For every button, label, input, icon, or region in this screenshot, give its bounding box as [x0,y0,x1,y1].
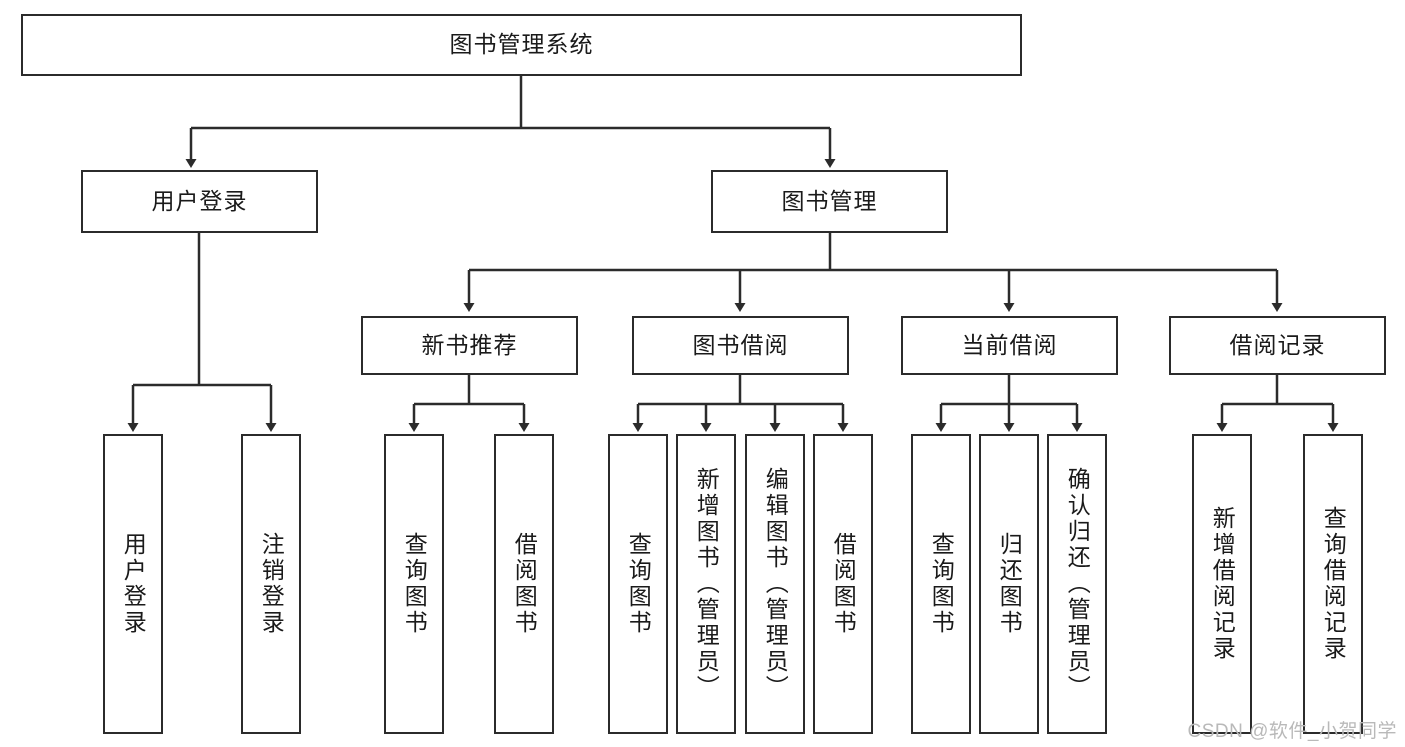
leaf-borrow-add-book-admin[interactable]: 新增图书（管理员） [676,434,736,734]
csdn-watermark: CSDN @软件_小贺同学 [1187,721,1397,742]
leaf-label: 借阅图书 [830,532,857,636]
leaf-label: 新增借阅记录 [1209,506,1236,662]
leaf-label: 查询借阅记录 [1320,506,1347,662]
node-user-login[interactable]: 用户登录 [81,170,318,233]
leaf-label: 确认归还（管理员） [1064,467,1091,701]
leaf-label: 查询图书 [928,532,955,636]
leaf-current-query[interactable]: 查询图书 [911,434,971,734]
node-current-borrow[interactable]: 当前借阅 [901,316,1118,375]
leaf-current-return[interactable]: 归还图书 [979,434,1039,734]
node-book-management[interactable]: 图书管理 [711,170,948,233]
node-new-book-recommend[interactable]: 新书推荐 [361,316,578,375]
leaf-borrow-borrow-book[interactable]: 借阅图书 [813,434,873,734]
leaf-label: 归还图书 [996,532,1023,636]
leaf-label: 查询图书 [401,532,428,636]
leaf-label: 借阅图书 [511,532,538,636]
leaf-current-confirm-return-admin[interactable]: 确认归还（管理员） [1047,434,1107,734]
leaf-label: 用户登录 [120,532,147,636]
node-book-borrow[interactable]: 图书借阅 [632,316,849,375]
node-root-system[interactable]: 图书管理系统 [21,14,1022,76]
leaf-user-login-signout[interactable]: 注销登录 [241,434,301,734]
node-borrow-records[interactable]: 借阅记录 [1169,316,1386,375]
leaf-user-login-signin[interactable]: 用户登录 [103,434,163,734]
leaf-label: 新增图书（管理员） [693,467,720,701]
leaf-records-query[interactable]: 查询借阅记录 [1303,434,1363,734]
leaf-label: 编辑图书（管理员） [762,467,789,701]
leaf-label: 查询图书 [625,532,652,636]
leaf-new-book-query[interactable]: 查询图书 [384,434,444,734]
leaf-records-add[interactable]: 新增借阅记录 [1192,434,1252,734]
leaf-label: 注销登录 [258,532,285,636]
leaf-new-book-borrow[interactable]: 借阅图书 [494,434,554,734]
leaf-borrow-query[interactable]: 查询图书 [608,434,668,734]
leaf-borrow-edit-book-admin[interactable]: 编辑图书（管理员） [745,434,805,734]
